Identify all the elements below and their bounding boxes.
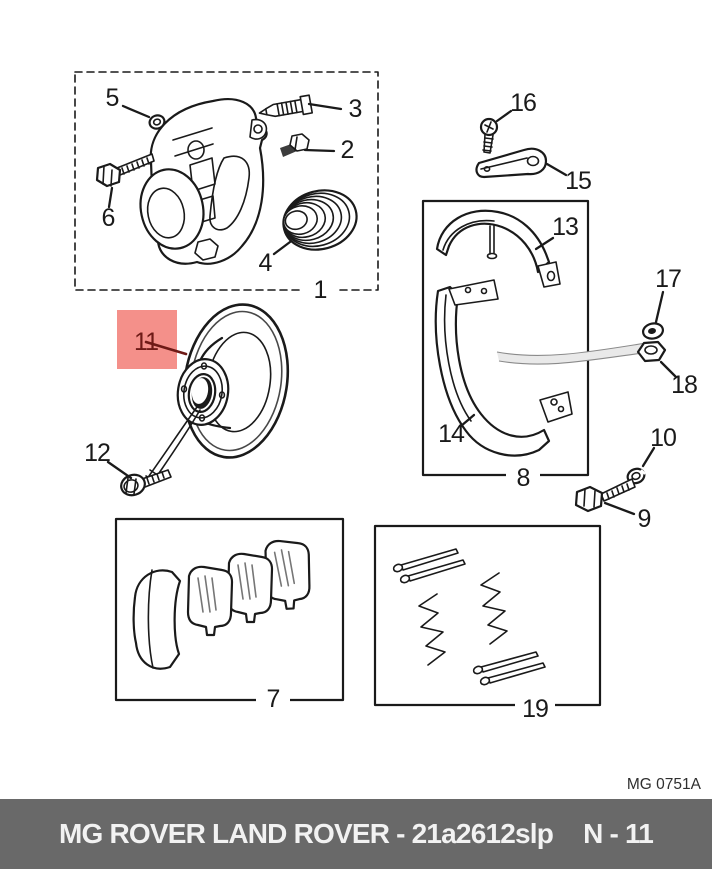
pads-group-box (114, 517, 345, 702)
strap-15-drawing (475, 147, 548, 179)
callout-16[interactable]: 16 (510, 89, 537, 117)
leader-14 (459, 413, 476, 428)
callout-15[interactable]: 15 (565, 167, 592, 195)
callout-2[interactable]: 2 (341, 136, 355, 164)
boot-4-drawing (282, 189, 358, 251)
label-mask-19 (515, 696, 555, 719)
callout-14[interactable]: 14 (438, 420, 466, 448)
callout-7[interactable]: 7 (267, 685, 281, 713)
screw-16-drawing (479, 117, 499, 154)
leader-3 (307, 102, 343, 111)
caliper-drawing (139, 98, 268, 265)
brake-disc-drawing (145, 303, 290, 481)
parts-diagram-svg: 1 2 3 4 5 6 7 8 9 10 11 12 13 14 15 16 1… (74, 71, 702, 793)
shield-13-drawing (435, 209, 561, 288)
pipe-sketch-lines (496, 342, 651, 365)
callout-19[interactable]: 19 (522, 695, 549, 723)
leader-5 (121, 104, 151, 119)
caliper-group-box (74, 71, 379, 291)
leader-9 (603, 501, 636, 516)
bolt-12-drawing (120, 469, 172, 497)
callout-10[interactable]: 10 (650, 424, 677, 452)
callout-13[interactable]: 13 (552, 213, 579, 241)
bolt-2-drawing (280, 133, 310, 157)
callout-18[interactable]: 18 (671, 371, 698, 399)
highlight-box-11[interactable] (117, 310, 177, 369)
leader-6 (107, 186, 114, 209)
fitting-kit-group-box (373, 524, 602, 707)
callout-12[interactable]: 12 (84, 439, 111, 467)
washer-17-drawing (641, 322, 665, 340)
leader-16 (495, 109, 513, 123)
footer-page-ref: N - 11 (583, 818, 654, 849)
callout-1[interactable]: 1 (314, 276, 328, 304)
callout-5[interactable]: 5 (106, 84, 120, 112)
washer-5-drawing (148, 114, 166, 130)
callout-3[interactable]: 3 (349, 95, 363, 123)
footer-catalog-code: MG ROVER LAND ROVER - 21a2612slp (58, 818, 554, 849)
bolt-6-drawing (95, 153, 155, 188)
callout-9[interactable]: 9 (638, 505, 652, 533)
bleed-screw-3-drawing (258, 94, 314, 118)
leader-4 (272, 240, 292, 256)
callout-11[interactable]: 11 (134, 328, 159, 356)
fitting-kit-drawing (392, 548, 546, 686)
footer-bar: MG ROVER LAND ROVER - 21a2612slp N - 11 (0, 799, 712, 869)
leader-13 (534, 236, 555, 251)
leader-2 (303, 148, 336, 153)
nut-18-drawing (636, 340, 667, 363)
callout-8[interactable]: 8 (517, 464, 531, 492)
label-mask-8 (506, 465, 540, 487)
leader-12 (106, 460, 133, 480)
leader-10 (641, 446, 656, 468)
callout-17[interactable]: 17 (655, 265, 682, 293)
bolt-9-drawing (574, 478, 636, 513)
callout-4[interactable]: 4 (259, 249, 274, 277)
watermark-code: MG 0751A (627, 776, 702, 793)
leader-18 (659, 360, 678, 379)
leader-17 (654, 290, 665, 324)
label-mask-1 (303, 277, 337, 299)
callout-6[interactable]: 6 (102, 204, 116, 232)
label-mask-7 (256, 687, 290, 710)
leader-11 (144, 340, 188, 356)
leader-15 (545, 162, 568, 177)
brake-pads-drawing (132, 539, 311, 670)
shield-14-drawing (434, 279, 573, 457)
shield-group-box (421, 199, 590, 477)
